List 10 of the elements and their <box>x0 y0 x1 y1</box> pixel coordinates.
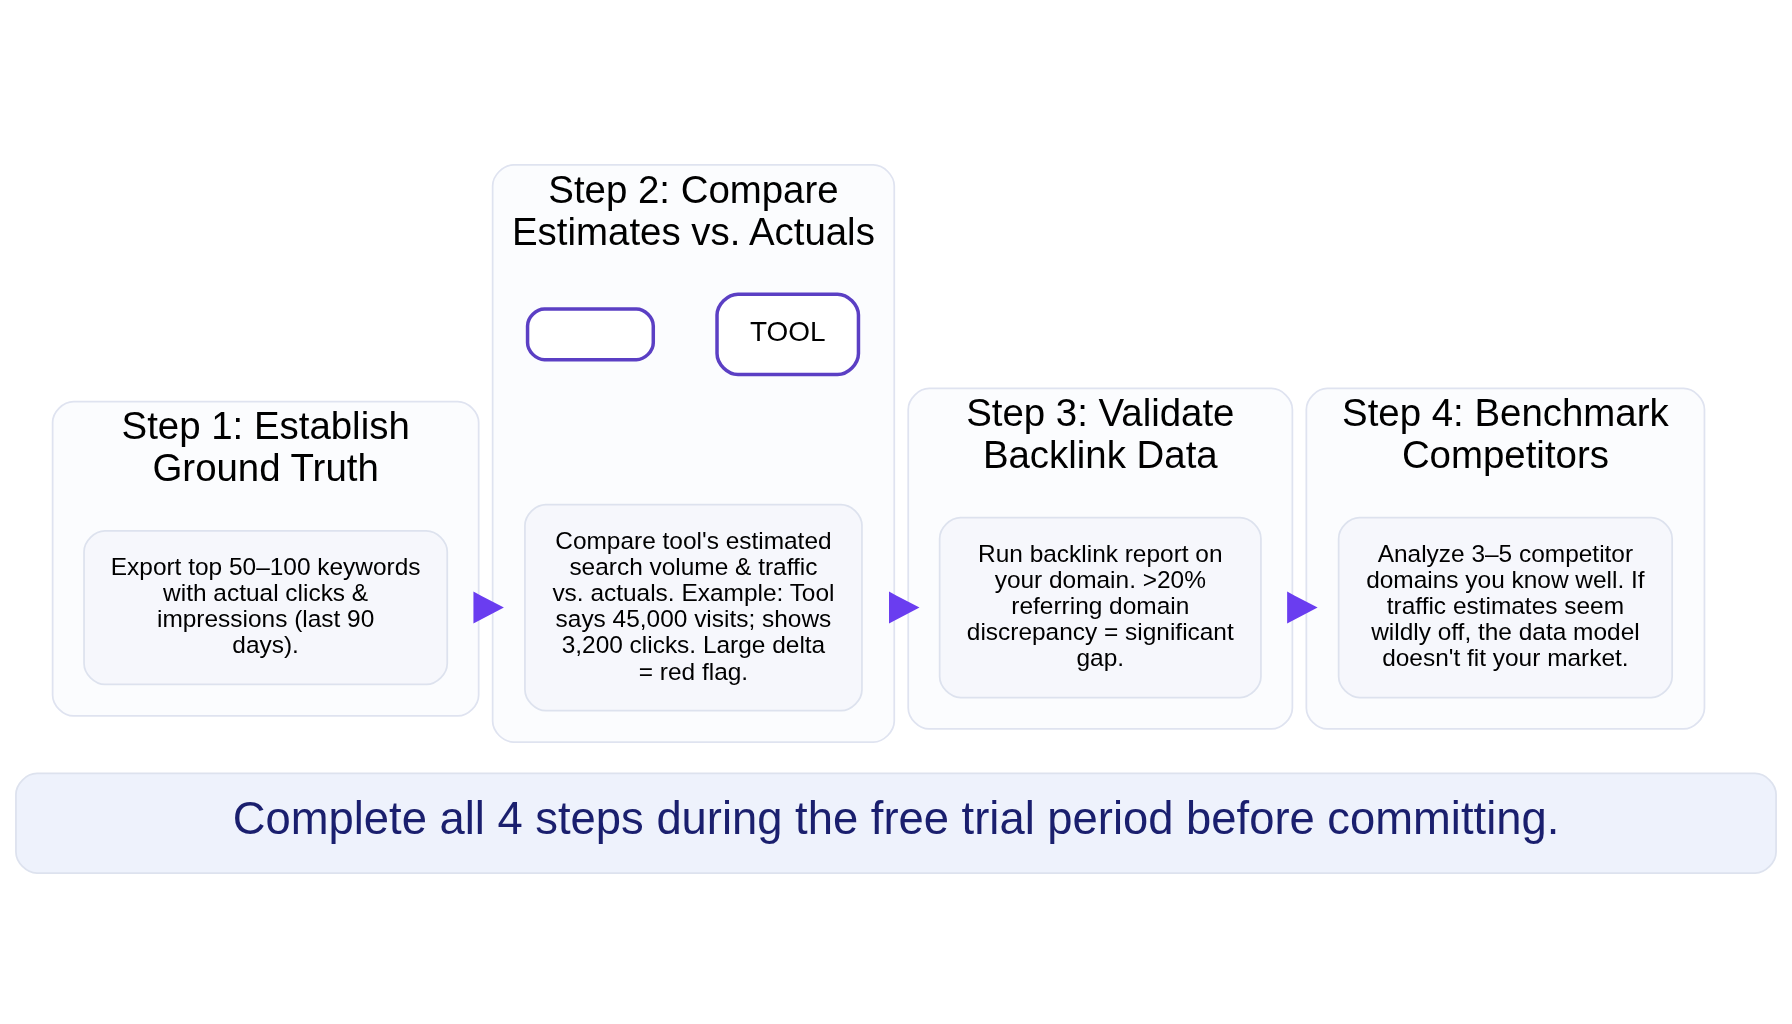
arrow <box>889 591 920 624</box>
node-box: Compare tool's estimated search volume & traffic vs. actuals. Example: Tool says 45,000 visits; shows 3,200 clicks. Large delta = red flag. <box>524 503 863 712</box>
node-box <box>525 307 656 362</box>
node-box: TOOL <box>715 292 861 377</box>
node-box: Analyze 3–5 competitor domains you know well. If traffic estimates seem wildly off, the data model doesn't fit your market. <box>1337 516 1674 699</box>
arrow <box>473 591 504 624</box>
node-box: Export top 50–100 keywords with actual clicks & impressions (last 90 days). <box>83 529 449 686</box>
arrow <box>1287 591 1318 624</box>
node-box: Run backlink report on your domain. >20% referring domain discrepancy = significant gap. <box>938 516 1262 699</box>
node-box: Complete all 4 steps during the free trial period before committing. <box>15 772 1777 874</box>
